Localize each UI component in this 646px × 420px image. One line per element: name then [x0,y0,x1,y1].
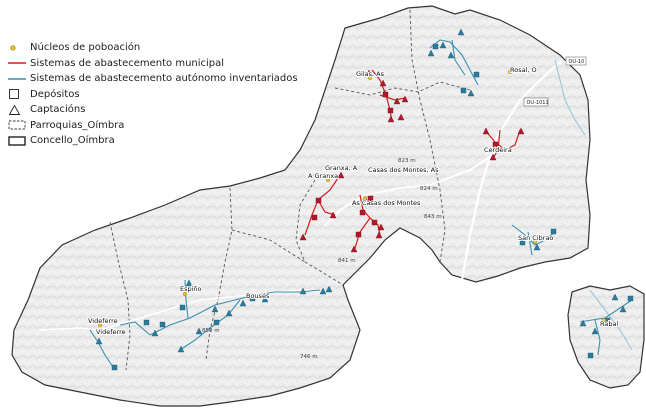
legend-item-concello: Concello_Oímbra [8,133,298,149]
autonomo-depositos [111,43,634,371]
label-cerdeira: Cerdeira [484,146,512,154]
legend-label-nucleos: Núcleos de poboación [30,42,141,54]
elev-824: 824 m [420,186,438,192]
legend-item-captacions: Captacións [8,102,298,118]
legend-item-nucleos: Núcleos de poboación [8,40,298,56]
label-bousees: Bousés [246,292,270,300]
label-rosal: Rosal, O [510,66,537,74]
rabal-exclave [567,285,645,389]
legend-item-municipal: Sistemas de abastecemento municipal [8,56,298,72]
legend-item-autonomo: Sistemas de abastecemento autónomo inven… [8,71,298,87]
solid-rect-icon [8,135,28,147]
dashed-rect-icon [8,119,28,131]
legend-label-captacions: Captacións [30,104,86,116]
legend-item-parroquias: Parroquias_Oímbra [8,118,298,134]
map-legend: Núcleos de poboación Sistemas de abastec… [8,40,298,149]
autonomo-captacions [95,28,627,353]
road-label-ou1011: OU-1011 [527,100,549,106]
blue-line-icon [8,73,28,85]
municipal-depositos [311,91,499,238]
label-gilas: Gilas, As [356,70,385,78]
red-line-icon [8,57,28,69]
label-espino: Espiño [180,285,202,293]
legend-label-concello: Concello_Oímbra [30,135,115,147]
legend-label-autonomo: Sistemas de abastecemento autónomo inven… [30,73,298,85]
elevation-labels: 823 m 824 m 843 m 841 m 859 m 746 m [202,158,442,360]
label-casas-montes-alt: As Casas dos Montes [352,199,421,207]
concello-boundary [11,5,591,407]
label-videferre: Videferre [96,328,126,336]
label-videferre-alt: Videferre [88,317,118,325]
nucleo-dot-icon [8,42,28,54]
label-granxa: Granxa, A [325,164,358,172]
triangle-icon [8,104,28,116]
elev-859: 859 m [202,328,220,334]
legend-item-depositos: Depósitos [8,87,298,103]
legend-label-municipal: Sistemas de abastecemento municipal [30,57,225,69]
rivers [554,59,633,351]
label-rabal: Rabal [600,320,618,328]
label-casas-montes: Casas dos Montes, As [368,166,439,174]
elev-823: 823 m [398,158,416,164]
parroquias-boundaries [109,9,471,371]
road-labels: OU-1011 OU-10 [523,56,587,107]
legend-label-depositos: Depósitos [30,88,80,100]
elev-841: 841 m [338,258,356,264]
elev-746: 746 m [300,354,318,360]
legend-label-parroquias: Parroquias_Oímbra [30,119,125,131]
autonomo-lines [89,39,633,371]
nucleos [97,69,607,328]
square-icon [8,88,28,100]
road-label-ou10: OU-10 [569,59,585,65]
label-san-cibrao: San Cibrao [518,234,553,242]
elev-843: 843 m [424,214,442,220]
place-labels: Gilas, As Rosal, O Cerdeira Granxa, A A … [87,65,619,337]
label-granxa-alt: A Granxa [308,172,338,180]
